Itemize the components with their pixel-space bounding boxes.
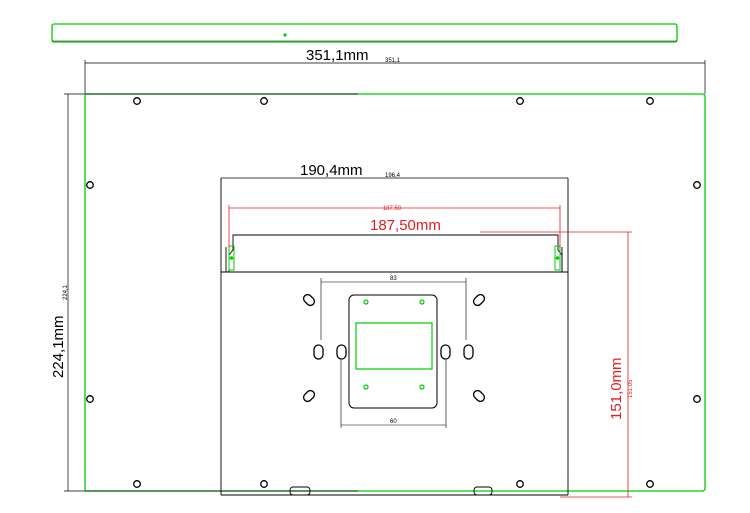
bracket-width-sub: 196,4 <box>385 173 401 179</box>
bracket-width-label: 190,4mm <box>300 162 363 179</box>
vesa-top-dimension: 83 <box>320 276 467 340</box>
panel-outline <box>84 93 706 492</box>
panel-holes <box>86 97 701 488</box>
hole-spacing-v-sub: 151.05 <box>628 379 634 398</box>
vesa-bottom-sub: 60 <box>390 419 397 425</box>
panel-edge-view <box>51 23 678 43</box>
bracket-width-dimension: 190,4mm 196,4 <box>221 162 568 179</box>
panel-height-sub: 224,1 <box>63 284 69 300</box>
wall-bracket <box>220 178 569 496</box>
panel-width-label: 351,1mm <box>306 47 369 64</box>
panel-width-sub: 351,1 <box>385 58 401 64</box>
bracket-hook-slots <box>228 245 561 271</box>
panel-height-label: 224,1mm <box>50 315 67 378</box>
panel-width-dimension: 351,1mm 351,1 <box>84 47 706 94</box>
hole-spacing-v-label: 151,0mm <box>608 357 625 420</box>
hole-spacing-h-label: 187,50mm <box>370 217 441 234</box>
hole-spacing-h-sub: 187.50 <box>383 206 402 212</box>
panel-height-dimension: 224,1mm 224,1 <box>50 93 85 492</box>
center-mount-plate <box>348 294 438 409</box>
vesa-top-sub: 83 <box>390 276 397 282</box>
vesa-bottom-dimension: 60 <box>340 360 447 428</box>
vesa-slots <box>302 293 486 403</box>
hole-spacing-horizontal: 187.50 187,50mm <box>228 205 632 248</box>
hole-spacing-vertical: 151,0mm 151.05 <box>560 232 634 498</box>
